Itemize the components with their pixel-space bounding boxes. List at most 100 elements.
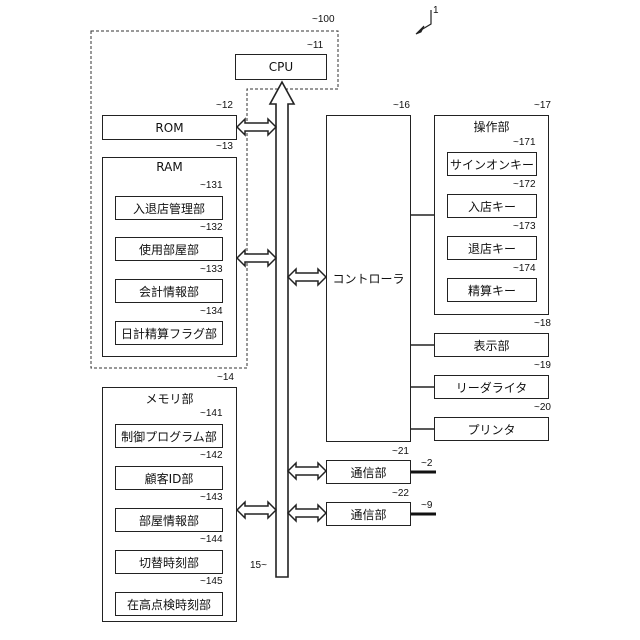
ref-number: 144	[206, 534, 223, 545]
ref-number: 141	[206, 408, 223, 419]
rom-ref: ~12	[216, 100, 233, 111]
ram-item-box: 使用部屋部	[115, 237, 223, 261]
memory-item-ref: ~145	[200, 576, 223, 587]
operation-item-label: 退店キー	[468, 240, 516, 257]
comm1-label: 通信部	[350, 464, 386, 481]
memory-item-ref: ~143	[200, 492, 223, 503]
memory-item-box: 部屋情報部	[115, 508, 223, 532]
ref-number: 174	[519, 263, 536, 274]
arrow-ram-bus	[237, 250, 276, 266]
network-ref-number: 2	[427, 458, 433, 469]
comm2-label: 通信部	[350, 506, 386, 523]
arrow-bus-comm1	[288, 463, 326, 479]
ref-number: 134	[206, 306, 223, 317]
system-bus	[270, 82, 294, 577]
reader-writer-box: リーダライタ	[434, 375, 549, 399]
group-ref-number: 100	[318, 14, 335, 25]
ram-item-ref: ~133	[200, 264, 223, 275]
ram-item-box: 会計情報部	[115, 279, 223, 303]
ref-number: 145	[206, 576, 223, 587]
rom-label: ROM	[155, 121, 183, 135]
operation-item-ref: ~173	[513, 221, 536, 232]
ref-number: 142	[206, 450, 223, 461]
ram-ref-number: 13	[222, 141, 233, 152]
network-ref-9: ~9	[421, 500, 432, 511]
reader-writer-ref: ~19	[534, 360, 551, 371]
display-ref-number: 18	[540, 318, 551, 329]
settle-key: 精算キー	[447, 278, 537, 302]
memory-item-label: 部屋情報部	[139, 512, 199, 529]
ram-item-label: 使用部屋部	[139, 241, 199, 258]
ref-number: 172	[519, 179, 536, 190]
ram-item-ref: ~132	[200, 222, 223, 233]
reader-writer-label: リーダライタ	[456, 379, 528, 396]
controller-box: コントローラ	[326, 115, 411, 442]
network-ref-2: ~2	[421, 458, 432, 469]
display-label: 表示部	[473, 337, 509, 354]
bus-ref-number: 15	[250, 560, 261, 571]
ref-number: 173	[519, 221, 536, 232]
comm1-ref-number: 21	[398, 446, 409, 457]
ram-item-label: 会計情報部	[139, 283, 199, 300]
memory-label: メモリ部	[103, 390, 236, 407]
operation-item-ref: ~172	[513, 179, 536, 190]
display-box: 表示部	[434, 333, 549, 357]
operation-item-label: 精算キー	[468, 282, 516, 299]
display-ref: ~18	[534, 318, 551, 329]
ram-ref: ~13	[216, 141, 233, 152]
enter-key: 入店キー	[447, 194, 537, 218]
bus-ref: 15~	[250, 560, 267, 571]
arrow-bus-controller	[288, 269, 326, 285]
printer-box: プリンタ	[434, 417, 549, 441]
sign-on-key: サインオンキー	[447, 152, 537, 176]
memory-item-ref: ~141	[200, 408, 223, 419]
cpu-box: CPU	[235, 54, 327, 80]
memory-ref: ~14	[217, 372, 234, 383]
memory-item-ref: ~142	[200, 450, 223, 461]
figure-ref: 1	[433, 5, 439, 16]
ram-label: RAM	[103, 160, 236, 174]
memory-ref-number: 14	[223, 372, 234, 383]
reader-writer-ref-number: 19	[540, 360, 551, 371]
controller-label: コントローラ	[332, 270, 404, 287]
memory-item-label: 切替時刻部	[139, 554, 199, 571]
operation-label: 操作部	[435, 118, 548, 135]
operation-item-label: 入店キー	[468, 198, 516, 215]
memory-item-ref: ~144	[200, 534, 223, 545]
cpu-ref-number: 11	[313, 40, 323, 51]
printer-label: プリンタ	[467, 421, 515, 438]
memory-item-label: 顧客ID部	[145, 470, 194, 487]
rom-ref-number: 12	[222, 100, 233, 111]
memory-item-box: 在高点検時刻部	[115, 592, 223, 616]
ram-item-box: 日計精算フラグ部	[115, 321, 223, 345]
ram-item-label: 日計精算フラグ部	[121, 325, 217, 342]
arrow-rom-bus	[237, 119, 276, 135]
memory-item-box: 制御プログラム部	[115, 424, 223, 448]
cpu-label: CPU	[269, 60, 293, 74]
memory-item-box: 顧客ID部	[115, 466, 223, 490]
ref-number: 143	[206, 492, 223, 503]
operation-item-label: サインオンキー	[450, 156, 534, 173]
operation-ref: ~17	[534, 100, 551, 111]
exit-key: 退店キー	[447, 236, 537, 260]
ref-number: 171	[519, 137, 536, 148]
ref-number: 131	[206, 180, 223, 191]
ref-number: 133	[206, 264, 223, 275]
cpu-ref: ~11	[307, 40, 323, 51]
comm1-ref: ~21	[392, 446, 409, 457]
printer-ref: ~20	[534, 402, 551, 413]
operation-ref-number: 17	[540, 100, 551, 111]
operation-item-ref: ~171	[513, 137, 536, 148]
arrow-bus-comm2	[288, 505, 326, 521]
ram-item-label: 入退店管理部	[133, 200, 205, 217]
comm2-box: 通信部	[326, 502, 411, 526]
comm1-box: 通信部	[326, 460, 411, 484]
group-ref: ~100	[312, 14, 335, 25]
memory-item-label: 在高点検時刻部	[127, 596, 211, 613]
ram-item-ref: ~131	[200, 180, 223, 191]
operation-item-ref: ~174	[513, 263, 536, 274]
memory-item-box: 切替時刻部	[115, 550, 223, 574]
memory-item-label: 制御プログラム部	[121, 428, 217, 445]
rom-box: ROM	[102, 115, 237, 140]
printer-ref-number: 20	[540, 402, 551, 413]
